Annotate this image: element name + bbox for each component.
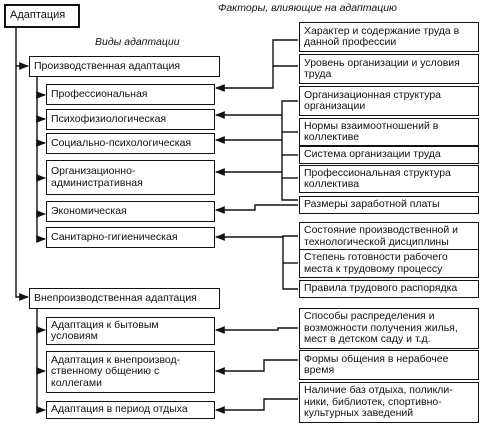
root-adaptation-box: Адаптация	[4, 4, 80, 28]
factor-offhours-communication: Формы общения в нерабочее время	[299, 350, 479, 380]
factor-discipline: Состояние производственной и технологиче…	[299, 222, 479, 251]
type-organizational-administrative: Организационно- административная	[46, 160, 215, 195]
factor-work-character: Характер и содержание труда в данной про…	[299, 22, 479, 52]
type-sanitary-hygienic: Санитарно-гигиеническая	[46, 227, 215, 248]
factor-professional-structure: Профессиональная структура коллектива	[299, 165, 479, 193]
production-adaptation-label: Производственная адаптация	[34, 59, 181, 72]
type-socio-psychological: Социально-психологическая	[46, 133, 215, 154]
nonproduction-adaptation-label: Внепроизводственная адаптация	[34, 291, 197, 304]
type-leisure-period: Адаптация в период отдыха	[46, 401, 215, 419]
factor-workplace-readiness: Степень готовности рабочего места к труд…	[299, 249, 479, 278]
root-label: Адаптация	[10, 9, 66, 22]
factor-work-rules: Правила трудового распорядка	[299, 280, 479, 298]
production-adaptation-box: Производственная адаптация	[29, 56, 220, 77]
type-professional: Профессиональная	[46, 84, 215, 105]
nonproduction-adaptation-box: Внепроизводственная адаптация	[29, 288, 220, 309]
factor-work-system: Система организации труда	[299, 146, 479, 164]
factor-org-structure: Организационная структура организации	[299, 86, 479, 116]
factor-work-organization-level: Уровень организации и условия труда	[299, 54, 479, 84]
type-colleague-communication: Адаптация к внепроизвод- ственному общен…	[46, 351, 215, 393]
factor-housing-distribution: Способы распределения и возможности полу…	[299, 308, 479, 349]
type-psychophysiological: Психофизиологическая	[46, 109, 215, 130]
type-domestic-conditions: Адаптация к бытовым условиям	[46, 317, 215, 345]
factor-leisure-facilities: Наличие баз отдыха, поликли- ники, библи…	[299, 382, 479, 423]
type-economic: Экономическая	[46, 201, 215, 222]
factor-salary: Размеры заработной платы	[299, 196, 479, 214]
caption-factors: Факторы, влияющие на адаптацию	[218, 2, 397, 14]
caption-types: Виды адаптации	[95, 36, 180, 48]
factor-relationship-norms: Нормы взаимоотношений в коллективе	[299, 118, 479, 146]
